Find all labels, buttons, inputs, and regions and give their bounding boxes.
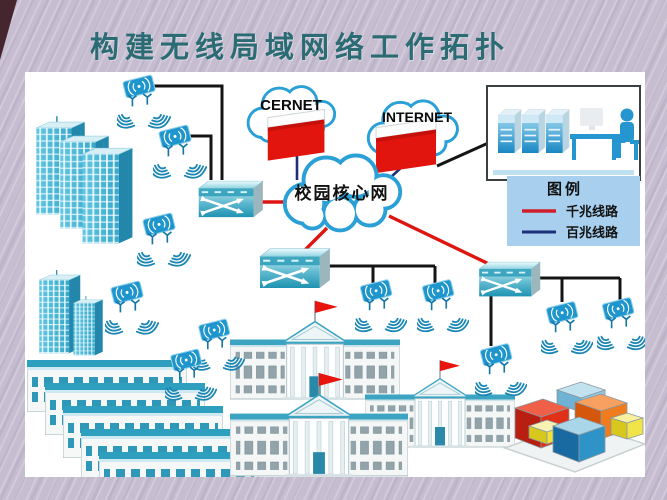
legend-fast-label: 百兆线路 [566, 225, 619, 240]
school-buildings [230, 300, 515, 477]
access-point-icon [468, 343, 529, 398]
cernet-label: CERNET [260, 97, 322, 114]
office-tower-icon [73, 296, 104, 356]
server-room-panel [486, 85, 641, 181]
highrise-building-icon [81, 142, 134, 245]
dormitory-buildings [27, 360, 259, 477]
access-point-icon [147, 125, 209, 181]
campus-blocks-icon [502, 381, 645, 473]
legend-item-gigabit: 千兆线路 [522, 204, 619, 219]
legend-item-fast-ethernet: 百兆线路 [522, 225, 619, 240]
access-point-icon [410, 279, 471, 334]
cernet-firewall-icon [267, 108, 325, 162]
legend-panel: 图例 千兆线路 百兆线路 [507, 176, 640, 246]
distribution-switch-middle [260, 249, 330, 288]
distribution-switch-left [199, 181, 263, 217]
internet-label: INTERNET [382, 109, 452, 125]
access-links [153, 84, 622, 346]
core-network-label: 校园核心网 [295, 183, 390, 203]
slide-corner-decoration [0, 0, 17, 60]
access-point-icon [111, 75, 173, 131]
legend-title: 图例 [547, 180, 583, 198]
network-admin-icon [570, 108, 639, 160]
access-point-icon [590, 297, 645, 352]
access-point-icon [99, 281, 161, 337]
highrise-buildings [35, 116, 134, 245]
access-point-icon [348, 279, 409, 334]
server-rack-icon [521, 109, 546, 154]
topology-diagram: CERNET INTERNET 校园核心网 [27, 72, 645, 477]
access-point-icon [131, 213, 193, 269]
server-rack-icon [497, 109, 522, 154]
school-building-icon [230, 300, 400, 400]
legend-gigabit-label: 千兆线路 [566, 204, 619, 219]
access-point-icon [534, 301, 595, 356]
distribution-switch-right [479, 262, 540, 296]
topology-diagram-panel: CERNET INTERNET 校园核心网 [25, 72, 645, 477]
internet-firewall-icon [375, 118, 437, 174]
server-rack-icon [545, 109, 570, 154]
office-towers [38, 270, 104, 356]
page-title: 构建无线局域网络工作拓扑 [89, 32, 510, 64]
